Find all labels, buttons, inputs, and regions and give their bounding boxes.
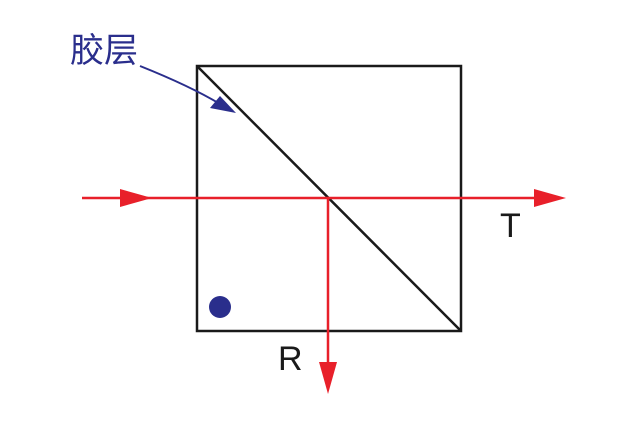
glue-layer-pointer-head <box>210 96 236 113</box>
polarization-dot <box>209 296 231 318</box>
reflected-arrow-head <box>319 362 337 394</box>
transmitted-label: T <box>500 207 521 245</box>
reflected-label: R <box>278 340 303 378</box>
transmitted-arrow-head <box>534 189 566 207</box>
glue-layer-pointer <box>139 65 221 105</box>
incident-arrow-head <box>120 189 152 207</box>
glue-layer-label: 胶层 <box>70 31 138 71</box>
